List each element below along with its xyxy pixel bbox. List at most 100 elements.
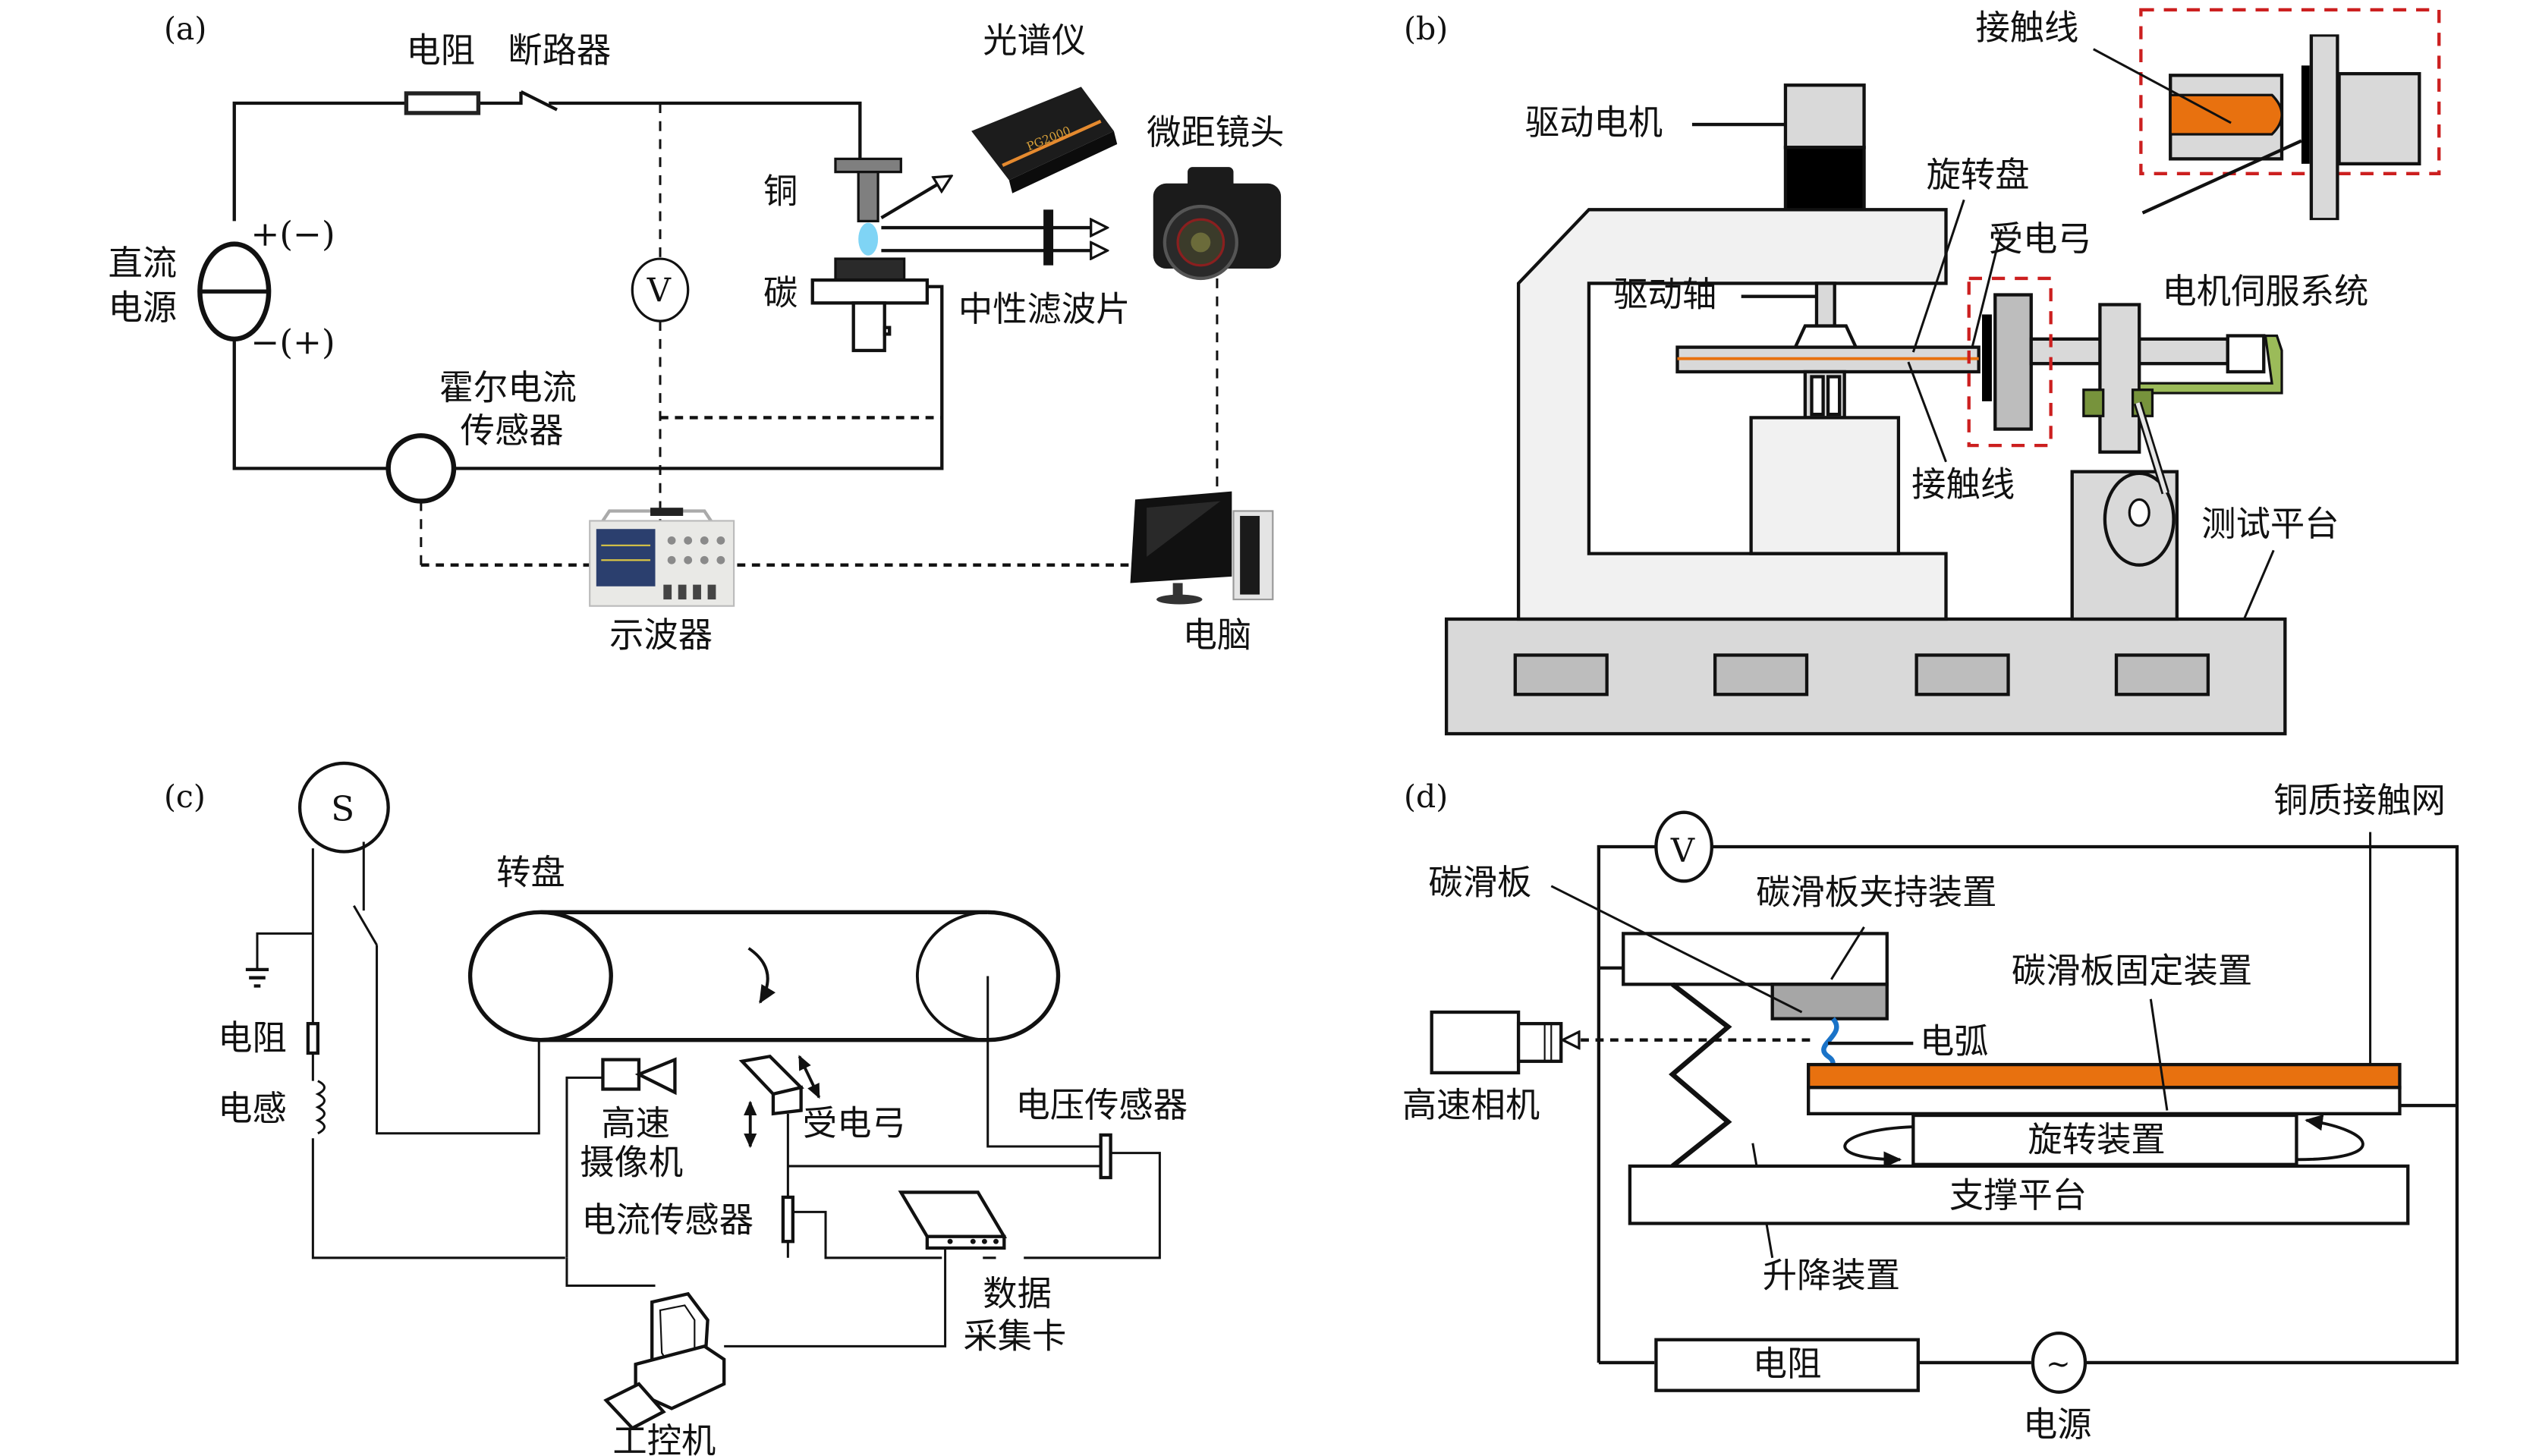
rotate-arrow-left-icon [1843, 1125, 1914, 1168]
contact-wire-bottom-label: 接触线 [1911, 464, 2015, 505]
voltage-sensor-icon [1099, 1133, 1112, 1180]
computer-icon [1130, 491, 1274, 605]
rotator-label: 旋转装置 [2028, 1119, 2165, 1159]
voltmeter-symbol: V [647, 272, 672, 310]
computer-label: 电脑 [1183, 615, 1252, 656]
macro-lens-label: 微距镜头 [1147, 112, 1284, 153]
panel-d-tag: (d) [1404, 778, 1448, 815]
ac-source-icon [2031, 1331, 2088, 1394]
daq-label-2: 采集卡 [963, 1316, 1066, 1357]
turntable-icon [467, 910, 1061, 1042]
highlight-box-small [1967, 276, 2053, 448]
rotating-disc-label: 旋转盘 [1927, 155, 2030, 195]
hs-camera-label: 高速相机 [1402, 1085, 1540, 1125]
carbon-electrode [834, 257, 906, 281]
drive-motor-label: 驱动电机 [1525, 102, 1663, 143]
pantograph-icon [1993, 293, 2033, 431]
resistor-label: 电阻 [406, 30, 475, 71]
panel-d: (d) V 铜质接触网 碳滑板夹持装置 碳滑板 电弧 高速相机 升降装置 碳滑板… [1402, 778, 2459, 1445]
contact-wire-detail [2169, 93, 2283, 136]
voltmeter-icon [631, 257, 690, 322]
drive-shaft [1814, 281, 1836, 332]
resistor-d [1654, 1338, 1920, 1392]
ground-icon [245, 967, 269, 988]
dc-source-label-1: 直流 [109, 244, 178, 284]
switch-wire [353, 841, 540, 1135]
positive-polarity: +(−) [250, 214, 335, 254]
panel-b-tag: (b) [1404, 11, 1448, 47]
rotation-arrow-icon [747, 947, 776, 1004]
hall-sensor-label-2: 传感器 [461, 410, 564, 451]
high-speed-camera-icon [601, 1057, 677, 1096]
oscilloscope-icon [589, 508, 735, 607]
pantograph-c-label: 受电弓 [803, 1103, 906, 1143]
panel-c: (c) S 电阻 电感 转盘 高速 摄像机 受电弓 电压传感器 电流传感器 [164, 761, 1188, 1456]
camera-label-2: 摄像机 [580, 1143, 683, 1183]
hs-camera-icon [1430, 1010, 1521, 1075]
circuit-wire-bottom [232, 285, 944, 470]
fixture-label: 碳滑板固定装置 [2012, 951, 2252, 991]
hall-sensor-label-1: 霍尔电流 [439, 368, 577, 408]
panel-a: (a) 电阻 断路器 直流 电源 +(−) −(+) V 霍尔电流 传感器 铜 … [109, 11, 1285, 656]
fixture-device [1807, 1086, 2402, 1116]
rotator-device [1911, 1113, 2298, 1166]
servo-arm [2138, 334, 2283, 395]
panel-a-tag: (a) [164, 11, 206, 47]
copper-label: 铜 [763, 171, 798, 212]
spectrometer-ray [880, 177, 950, 219]
carbon-strip [1770, 983, 1889, 1020]
drive-shaft-label: 驱动轴 [1613, 275, 1716, 315]
hall-sensor-icon [385, 432, 457, 504]
pantograph-label: 受电弓 [1989, 219, 2092, 259]
test-platform-label: 测试平台 [2201, 504, 2339, 544]
oscilloscope-label: 示波器 [609, 615, 713, 656]
panel-c-tag: (c) [164, 778, 206, 815]
daq-label-1: 数据 [983, 1273, 1052, 1313]
voltmeter-d-symbol: V [1670, 832, 1695, 870]
ac-symbol: ~ [2046, 1348, 2071, 1382]
copper-electrode [857, 171, 879, 223]
carbon-strip-label: 碳滑板 [1428, 863, 1531, 903]
voltage-sensor-label: 电压传感器 [1015, 1085, 1188, 1125]
highlight-box-detail [2139, 8, 2441, 175]
current-sensor-label: 电流传感器 [581, 1200, 754, 1240]
current-sensor-icon [781, 1195, 795, 1244]
lift-spring-icon [1669, 982, 1732, 1168]
camera-label-1: 高速 [601, 1103, 670, 1143]
camera-icon [1153, 167, 1282, 281]
servo-label: 电机伺服系统 [2162, 271, 2368, 311]
nd-filter-label: 中性滤波片 [958, 289, 1131, 329]
turntable-label: 转盘 [496, 853, 565, 893]
resistor-label-c: 电阻 [218, 1018, 287, 1058]
clamp-label: 碳滑板夹持装置 [1756, 873, 1996, 913]
daq-card-icon [898, 1190, 1008, 1250]
arc-label: 电弧 [1920, 1021, 1989, 1061]
copper-net [1807, 1062, 2402, 1090]
power-label: 电源 [2023, 1404, 2092, 1445]
rotate-arrow-right-icon [2296, 1114, 2364, 1162]
ground-wire [256, 932, 313, 970]
dc-source-label-2: 电源 [109, 288, 178, 328]
inductor-label: 电感 [218, 1088, 287, 1128]
lift-label: 升降装置 [1763, 1256, 1900, 1296]
c-frame [1516, 208, 1948, 621]
support-label: 支撑平台 [1949, 1175, 2087, 1215]
drive-motor-icon [1783, 83, 1866, 149]
breaker-label: 断路器 [508, 30, 611, 71]
arc-icon [858, 222, 879, 256]
ipc-icon [603, 1291, 726, 1430]
resistor-symbol-c [306, 1021, 320, 1055]
source-symbol: S [331, 788, 354, 829]
spectrometer-label: 光谱仪 [983, 20, 1086, 61]
carbon-label: 碳 [763, 273, 798, 313]
nd-filter-icon [1043, 209, 1054, 266]
inductor-symbol [315, 1080, 326, 1135]
resistor-d-label: 电阻 [1753, 1344, 1822, 1384]
spectrometer-icon: PG2000 [971, 86, 1118, 193]
support-platform [1628, 1164, 2410, 1225]
circuit-wire-top [232, 90, 862, 222]
contact-wire-top-label: 接触线 [1975, 8, 2078, 48]
panel-b: (b) 驱动电机 驱动轴 旋转盘 接触线 电机伺服系统 测试平台 接触 [1404, 8, 2441, 736]
copper-net-label: 铜质接触网 [2273, 781, 2446, 821]
